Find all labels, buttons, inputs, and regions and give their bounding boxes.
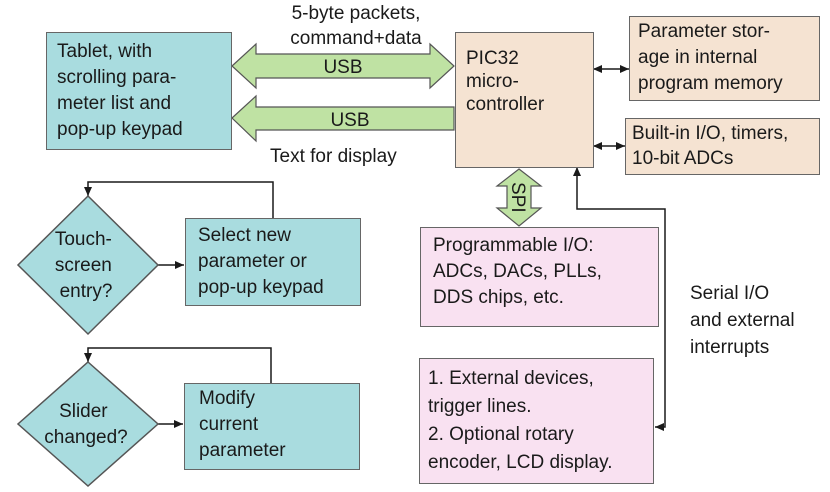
tablet-box: Tablet, with scrolling para- meter list … — [46, 32, 232, 150]
spi-label: SPI — [507, 182, 528, 213]
external-devices-box: 1. External devices, trigger lines. 2. O… — [419, 358, 654, 484]
programmable-io-box: Programmable I/O: ADCs, DACs, PLLs, DDS … — [420, 227, 659, 327]
usb-bottom-label: USB — [330, 110, 369, 131]
builtin-io-box: Built-in I/O, timers, 10-bit ADCs — [625, 118, 820, 175]
parameter-storage-box: Parameter stor- age in internal program … — [629, 16, 820, 101]
arrow-serial — [573, 167, 666, 431]
modify-parameter-box: Modify current parameter — [184, 383, 360, 470]
loop-slider — [84, 347, 272, 383]
touch-diamond-text: Touch- screen entry? — [55, 229, 117, 302]
usb-double-arrow — [231, 42, 455, 90]
spi-double-arrow — [495, 168, 543, 227]
loop-touch — [84, 181, 274, 218]
packets-label: 5-byte packets, command+data — [290, 3, 422, 49]
serial-io-label: Serial I/O and external interrupts — [690, 283, 795, 358]
text-for-display-label: Text for display — [270, 146, 397, 167]
slider-diamond-text: Slider changed? — [44, 401, 127, 448]
usb-top-label: USB — [323, 57, 362, 78]
usb-single-arrow — [231, 94, 455, 143]
touch-decision-diamond — [16, 194, 160, 336]
select-parameter-box: Select new parameter or pop-up keypad — [185, 218, 361, 306]
pic32-box: PIC32 micro- controller — [455, 32, 594, 168]
slider-decision-diamond — [16, 360, 160, 488]
